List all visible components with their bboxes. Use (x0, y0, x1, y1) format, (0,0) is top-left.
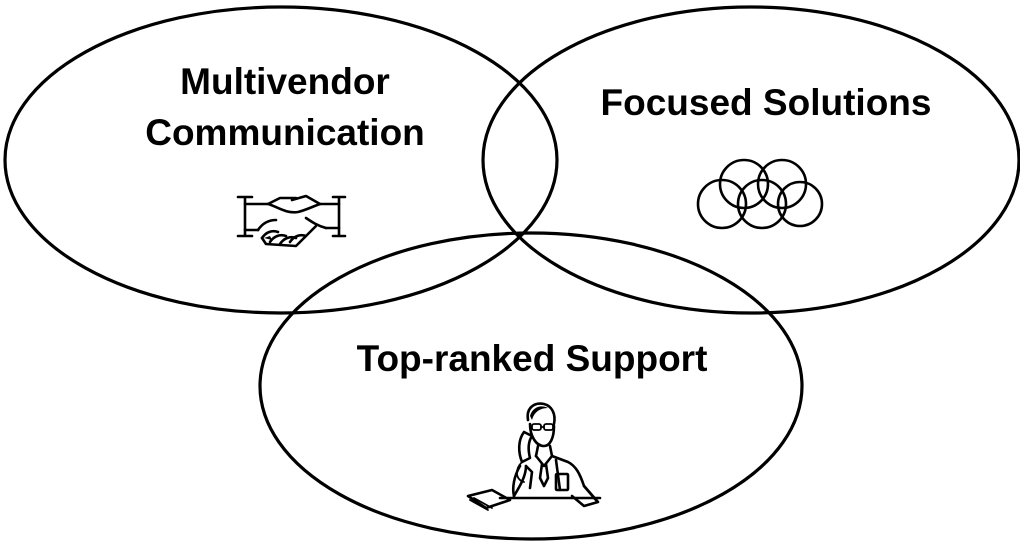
interlocking-rings-icon (696, 158, 824, 230)
right-set-label: Focused Solutions (601, 82, 932, 123)
bottom-set-ellipse (258, 231, 804, 541)
handshake-icon (236, 194, 347, 248)
right-set-ellipse (481, 5, 1020, 315)
left-set-label-line1: Multivendor (180, 61, 390, 102)
left-set-label-line2: Communication (145, 112, 425, 153)
support-person-phone-icon (466, 402, 602, 511)
bottom-set-label: Top-ranked Support (357, 338, 708, 379)
left-set-ellipse (3, 5, 559, 315)
